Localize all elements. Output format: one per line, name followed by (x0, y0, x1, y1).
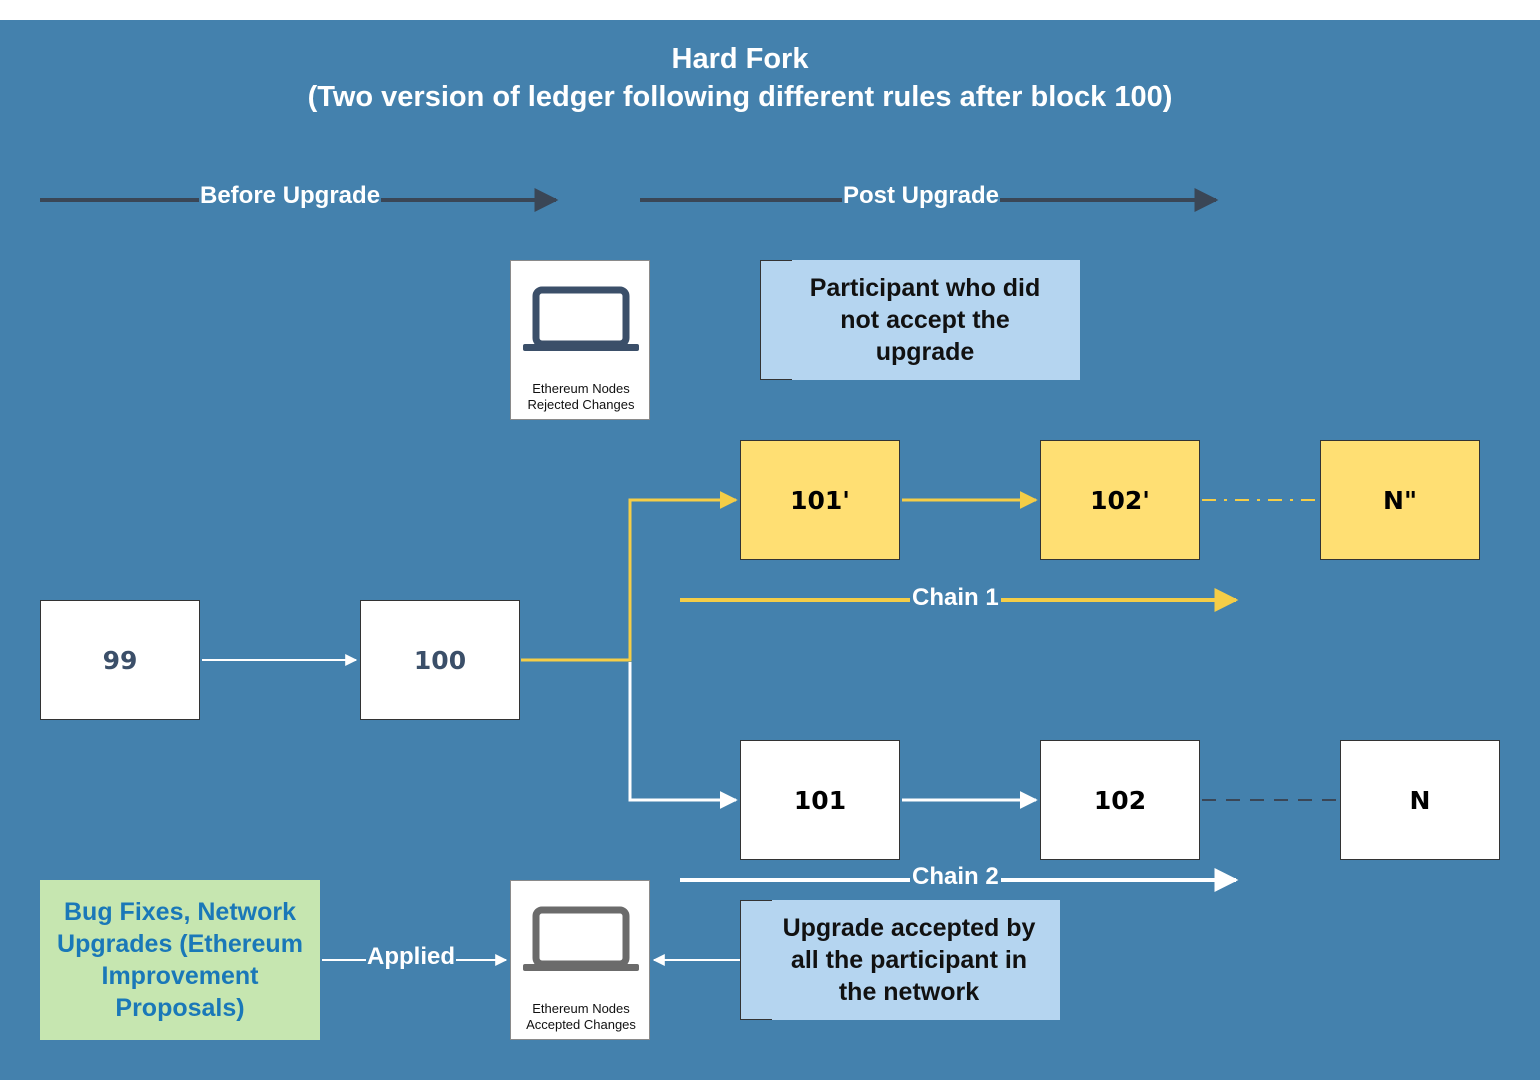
before-upgrade-label: Before Upgrade (199, 182, 382, 210)
node-card-accepted: Ethereum Nodes Accepted Changes (510, 880, 650, 1040)
node-caption-rejected: Ethereum Nodes Rejected Changes (511, 381, 651, 413)
node-caption-line1: Ethereum Nodes (532, 1001, 630, 1016)
node-caption-line1: Ethereum Nodes (532, 381, 630, 396)
block-100: 100 (360, 600, 520, 720)
block-101-prime: 101' (740, 440, 900, 560)
note-rejected: Participant who did not accept the upgra… (760, 260, 1080, 380)
node-caption-line2: Rejected Changes (527, 397, 635, 412)
note-accepted-text: Upgrade accepted by all the participant … (782, 914, 1036, 1006)
note-bracket (740, 900, 772, 1020)
source-box: Bug Fixes, Network Upgrades (Ethereum Im… (40, 880, 320, 1040)
node-card-rejected: Ethereum Nodes Rejected Changes (510, 260, 650, 420)
block-101: 101 (740, 740, 900, 860)
block-99: 99 (40, 600, 200, 720)
chain1-label: Chain 1 (910, 584, 1001, 612)
laptop-icon (523, 286, 639, 351)
applied-label: Applied (366, 943, 456, 971)
laptop-icon (523, 906, 639, 971)
diagram-subtitle: (Two version of ledger following differe… (307, 81, 1173, 113)
diagram-title: Hard Fork (671, 43, 809, 75)
source-box-text: Bug Fixes, Network Upgrades (Ethereum Im… (57, 898, 303, 1022)
block-n: N (1340, 740, 1500, 860)
node-caption-line2: Accepted Changes (526, 1017, 636, 1032)
note-bracket (760, 260, 792, 380)
chain2-label: Chain 2 (910, 863, 1001, 891)
fork-arrow-chain2 (628, 662, 738, 809)
note-accepted: Upgrade accepted by all the participant … (740, 900, 1060, 1020)
fork-arrow-chain1 (521, 491, 738, 662)
note-rejected-text: Participant who did not accept the upgra… (809, 274, 1041, 366)
block-102: 102 (1040, 740, 1200, 860)
block-n-prime: N" (1320, 440, 1480, 560)
block-102-prime: 102' (1040, 440, 1200, 560)
node-caption-accepted: Ethereum Nodes Accepted Changes (511, 1001, 651, 1033)
post-upgrade-label: Post Upgrade (842, 182, 1001, 210)
